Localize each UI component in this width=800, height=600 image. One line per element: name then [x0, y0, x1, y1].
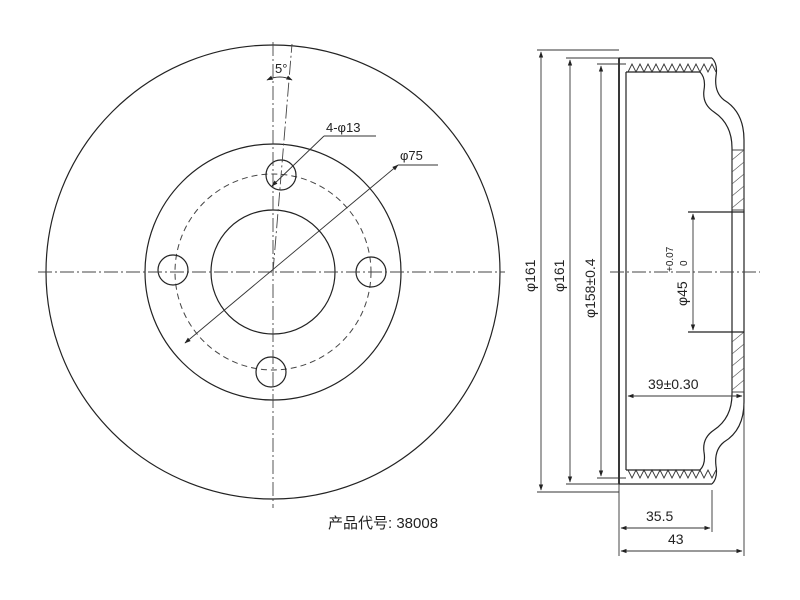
dim-center-bore-tol-upper: +0.07	[665, 246, 676, 272]
front-view: 5° 4-φ13 φ75	[38, 42, 505, 508]
dim-height-1-label: 35.5	[646, 508, 673, 524]
pcd-dimension-line	[184, 164, 399, 344]
holes-leader-line	[271, 135, 325, 187]
dim-height-2-label: 43	[668, 531, 684, 547]
dim-depth-label: 39±0.30	[648, 376, 699, 392]
side-view: φ161 φ161 φ158±0.4 φ45 +0.07 0 39±0.30 3…	[522, 49, 760, 556]
holes-label: 4-φ13	[326, 120, 360, 135]
angle-arc	[266, 75, 293, 81]
flange-hatch	[731, 149, 745, 393]
dim-outer-2-label: φ161	[551, 259, 567, 292]
product-code-caption: 产品代号: 38008	[328, 515, 438, 532]
dim-center-bore-tol-lower: 0	[679, 260, 690, 266]
dim-center-bore-base: φ45	[674, 281, 690, 306]
bolt-hole-left	[157, 254, 189, 286]
bolt-hole-bottom	[255, 356, 287, 388]
dim-inner-label: φ158±0.4	[582, 258, 598, 318]
angled-reference-line	[272, 43, 293, 273]
pcd-label: φ75	[400, 148, 423, 163]
angle-label: 5°	[275, 61, 287, 76]
dim-outer-1-label: φ161	[522, 259, 538, 292]
